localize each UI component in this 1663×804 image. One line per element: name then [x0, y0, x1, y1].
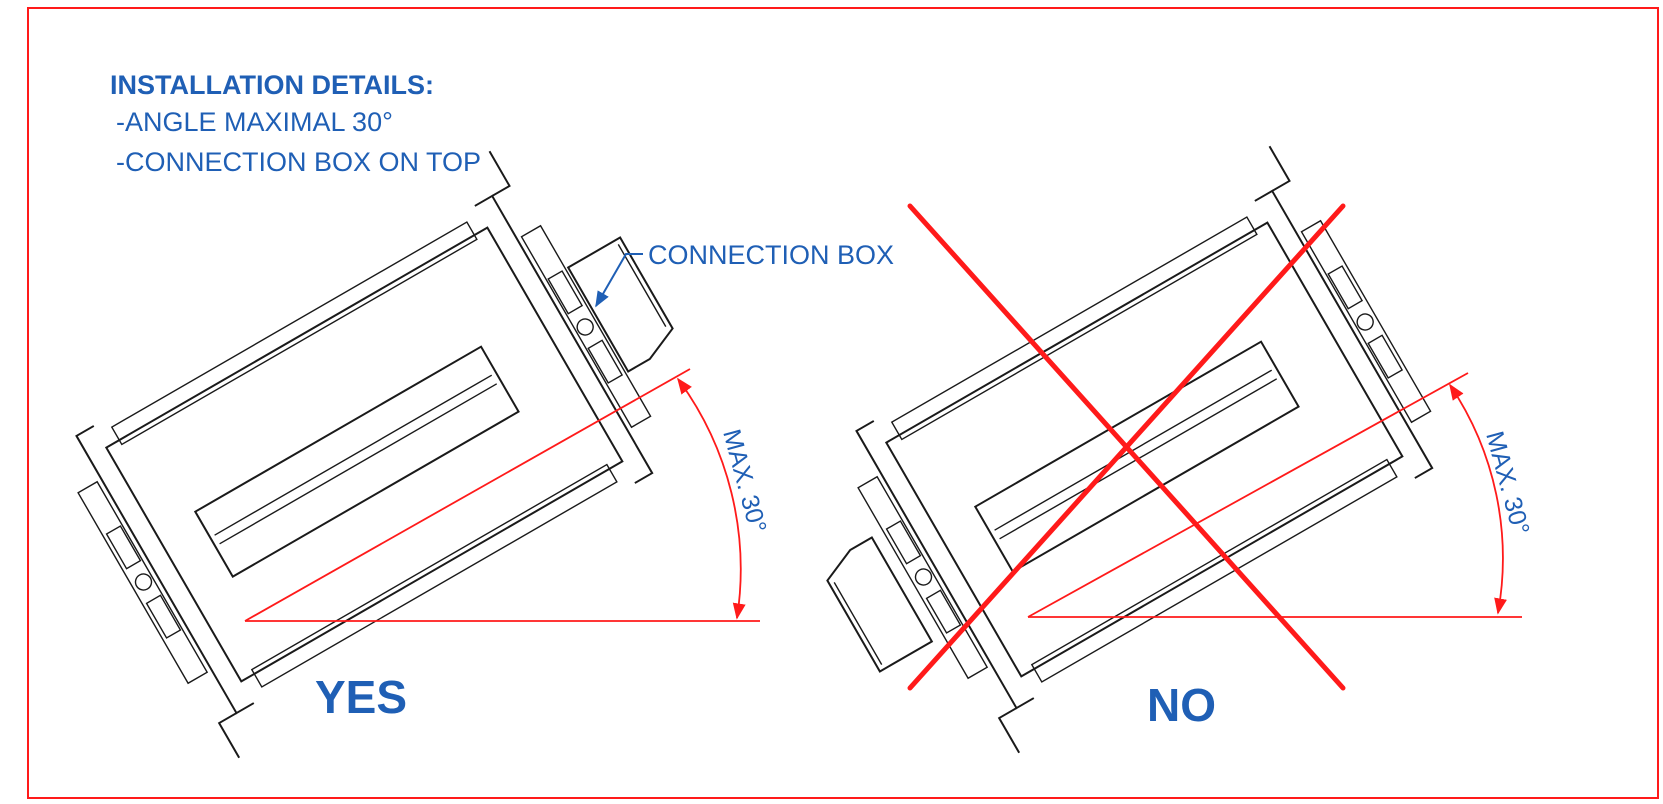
sheet-border — [27, 7, 1659, 799]
detail-connection-box-line: -CONNECTION BOX ON TOP — [116, 147, 481, 177]
no-angle-label: MAX. 30° — [1480, 428, 1534, 538]
no-cross-line-2 — [907, 203, 1346, 691]
yes-angle-arc — [677, 377, 746, 620]
yes-angle-label: MAX. 30° — [717, 426, 771, 536]
yes-inclined-reference — [244, 368, 691, 622]
yes-label: YES — [315, 671, 407, 723]
connection-box-leader — [595, 253, 643, 308]
no-inclined-reference — [1027, 372, 1469, 618]
no-label: NO — [1147, 679, 1216, 731]
connection-box-label: CONNECTION BOX — [648, 240, 894, 270]
detail-angle-line: -ANGLE MAXIMAL 30° — [116, 107, 393, 137]
yes-filter-unit-drawing — [75, 150, 674, 759]
no-connection-box — [826, 536, 934, 673]
installation-details-heading: INSTALLATION DETAILS: — [110, 70, 434, 100]
no-angle-arc — [1449, 383, 1507, 615]
no-filter-unit-drawing — [826, 145, 1434, 754]
yes-view: CONNECTION BOX MAX. 30° YES — [75, 150, 894, 759]
yes-connection-box — [566, 236, 674, 373]
